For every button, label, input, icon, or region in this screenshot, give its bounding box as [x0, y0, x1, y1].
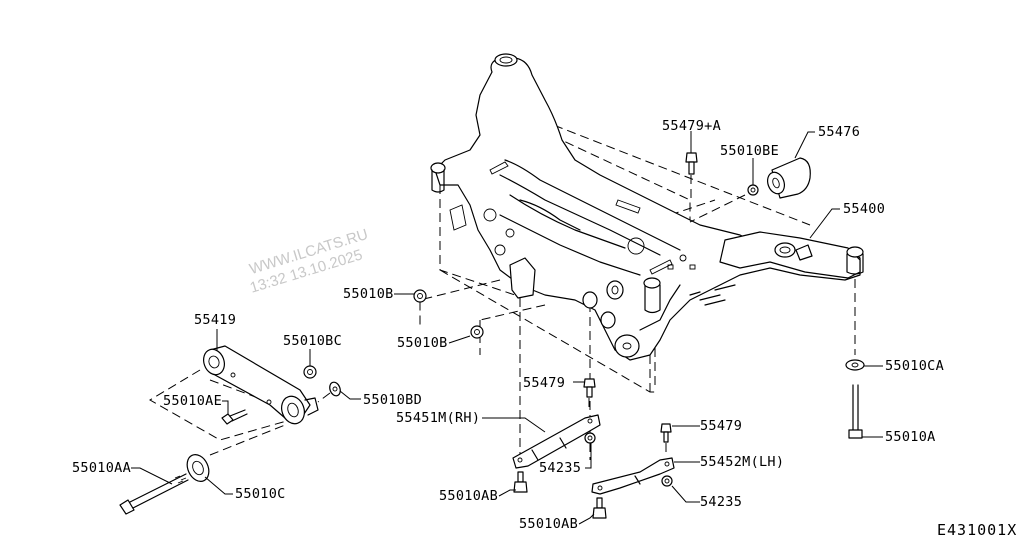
part-55010ca-washer[interactable]: [845, 359, 865, 371]
callout-55419[interactable]: 55419: [194, 312, 236, 328]
part-55010c-washer[interactable]: [183, 424, 286, 485]
callout-55476[interactable]: 55476: [818, 124, 860, 140]
callout-55010ae[interactable]: 55010AE: [163, 393, 222, 409]
part-55010aa-bolt[interactable]: [119, 473, 189, 515]
part-55010a-bolt[interactable]: [848, 384, 863, 439]
drawing-code: E431001X: [937, 521, 1017, 539]
callout-55010c[interactable]: 55010C: [235, 486, 286, 502]
part-55010bc-nut[interactable]: [303, 365, 317, 379]
callout-55010ca[interactable]: 55010CA: [885, 358, 944, 374]
part-55452m-lh-bracket[interactable]: [591, 457, 675, 495]
callout-55010b-2[interactable]: 55010B: [397, 335, 448, 351]
part-55010be-nut[interactable]: [689, 184, 759, 223]
rear-suspension-member[interactable]: [419, 53, 864, 460]
callout-55010b-1[interactable]: 55010B: [343, 286, 394, 302]
callout-55400[interactable]: 55400: [843, 201, 885, 217]
part-55451m-rh-bracket[interactable]: [512, 414, 601, 469]
part-55476-bushing[interactable]: [765, 157, 811, 199]
part-55479-a-bolt[interactable]: [685, 152, 698, 200]
part-55010ab-bolt-2[interactable]: [592, 497, 607, 519]
callout-55479-a[interactable]: 55479+A: [662, 118, 721, 134]
callout-55010bd[interactable]: 55010BD: [363, 392, 422, 408]
callout-55010a[interactable]: 55010A: [885, 429, 936, 445]
part-55419-link[interactable]: [149, 345, 319, 441]
part-55010ae-bolt[interactable]: [221, 409, 248, 425]
callout-55452m-lh[interactable]: 55452M(LH): [700, 454, 784, 470]
callout-55479-rh[interactable]: 55479: [523, 375, 565, 391]
callout-55451m-rh[interactable]: 55451M(RH): [396, 410, 480, 426]
callout-55010aa[interactable]: 55010AA: [72, 460, 131, 476]
callout-55010ab-2[interactable]: 55010AB: [519, 516, 578, 532]
part-55010b-nut-1[interactable]: [413, 289, 427, 303]
part-55010ab-bolt-1[interactable]: [513, 471, 528, 493]
callout-55010bc[interactable]: 55010BC: [283, 333, 342, 349]
callout-55479-lh[interactable]: 55479: [700, 418, 742, 434]
leader-lines: [131, 131, 883, 525]
part-55010bd-washer[interactable]: [317, 381, 342, 403]
part-55479-bolt-lh[interactable]: [660, 423, 672, 456]
callout-54235-1[interactable]: 54235: [539, 460, 581, 476]
part-54235-nut-2[interactable]: [661, 475, 673, 487]
callout-54235-2[interactable]: 54235: [700, 494, 742, 510]
part-55479-bolt-rh[interactable]: [583, 378, 596, 410]
callout-55010be[interactable]: 55010BE: [720, 143, 779, 159]
part-54235-nut-1[interactable]: [584, 432, 596, 444]
part-55010b-nut-2[interactable]: [470, 325, 484, 339]
callout-55010ab-1[interactable]: 55010AB: [439, 488, 498, 504]
